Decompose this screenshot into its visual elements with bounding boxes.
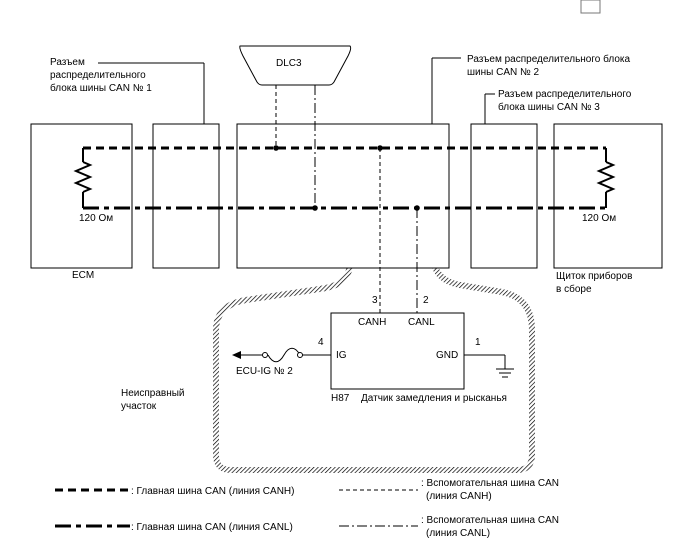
conn3-label-line1: Разъем распределительного	[498, 89, 632, 100]
pin-1-label: 1	[475, 337, 481, 348]
legend-sub-canl-text-2: (линия CANL)	[426, 528, 490, 539]
legend-sub-canh-text-2: (линия CANH)	[426, 491, 492, 502]
conn3-label-line2: блока шины CAN № 3	[498, 101, 600, 113]
left-resistor-label: 120 Ом	[79, 213, 113, 224]
legend-sub-canl-text-1: : Вспомогательная шина CAN	[421, 515, 559, 526]
left-resistor-icon	[73, 161, 93, 193]
legend-sub-canh-text-1: : Вспомогательная шина CAN	[421, 478, 559, 489]
fuse-terminal	[262, 352, 268, 358]
yaw-rate-sensor-box	[330, 312, 465, 390]
conn2-label-line1: Разъем распределительного блока	[467, 53, 631, 65]
right-resistor-label: 120 Ом	[582, 213, 616, 224]
junction-connector-1-box	[152, 123, 220, 269]
canl-pin-label: CANL	[408, 317, 435, 328]
conn1-label-line1: Разъем	[50, 57, 85, 68]
meter-label-line2: в сборе	[556, 283, 592, 295]
corner-mark	[580, 0, 601, 14]
pin-3-label: 3	[372, 295, 378, 306]
conn1-label-line3: блока шины CAN № 1	[50, 82, 152, 94]
arrow-left-icon	[232, 351, 241, 359]
faulty-area-label-line2: участок	[121, 401, 157, 412]
ecu-ig-label: ECU-IG № 2	[236, 366, 293, 377]
ig-pin-label: IG	[336, 350, 347, 361]
faulty-area-label-line1: Неисправный	[121, 388, 185, 399]
legend-main-canh-text: : Главная шина CAN (линия CANH)	[131, 486, 294, 497]
pin-4-label: 4	[318, 337, 324, 348]
sensor-name-label: Датчик замедления и рысканья	[361, 393, 507, 404]
right-resistor-icon	[596, 161, 616, 193]
canh-pin-label: CANH	[358, 317, 386, 328]
meter-label-line1: Щиток приборов	[556, 270, 632, 282]
gnd-pin-label: GND	[436, 350, 458, 361]
conn1-label-line2: распределительного	[50, 70, 146, 81]
junction-connector-3-box	[470, 123, 538, 269]
combination-meter-box	[553, 123, 663, 269]
sensor-code-label: H87	[331, 393, 350, 404]
ground-icon	[496, 368, 514, 378]
ecm-label: ECM	[72, 270, 94, 281]
pin-2-label: 2	[423, 295, 429, 306]
fuse-icon	[267, 347, 301, 363]
ecm-box	[30, 123, 133, 269]
fuse-terminal	[297, 352, 303, 358]
conn2-label-line2: шины CAN № 2	[467, 67, 539, 78]
junction-dot	[312, 205, 318, 211]
dlc3-label: DLC3	[276, 58, 302, 69]
dlc3-connector	[239, 45, 352, 86]
junction-dot	[273, 145, 279, 151]
legend-main-canl-text: : Главная шина CAN (линия CANL)	[131, 522, 293, 533]
